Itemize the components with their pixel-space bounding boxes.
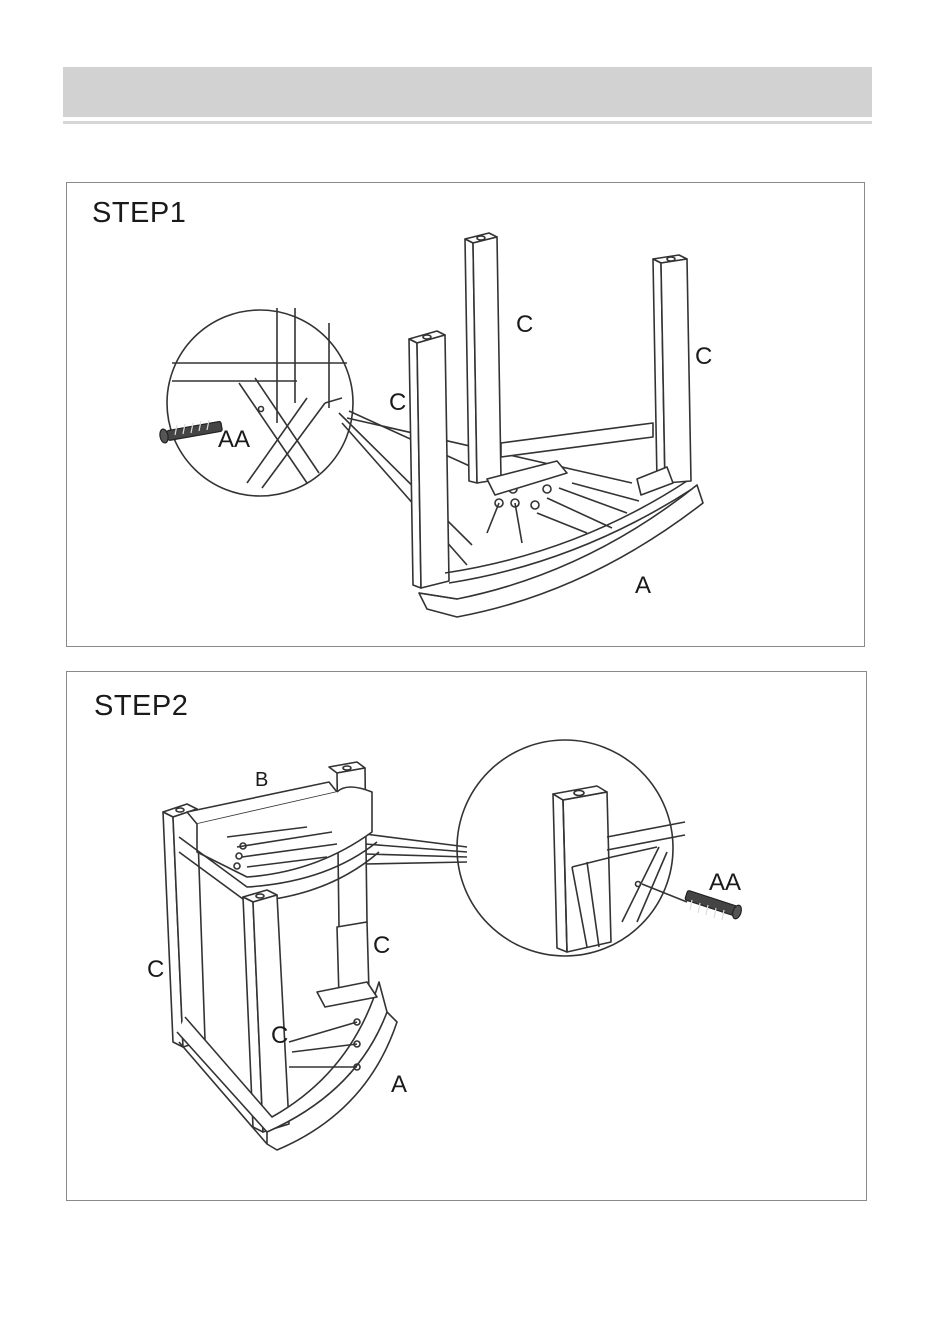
step1-label-screw: AA [218, 428, 250, 452]
step2-label-leg-inner: C [271, 1024, 288, 1048]
step2-label-shelf-top: B [255, 770, 268, 790]
step1-leg-right [653, 255, 691, 483]
step2-illustration [67, 672, 868, 1202]
step1-label-base: A [635, 574, 651, 598]
header-rule [63, 121, 872, 124]
step1-label-leg-middle: C [516, 313, 533, 337]
step2-label-base: A [391, 1073, 407, 1097]
step2-label-screw: AA [709, 871, 741, 895]
step1-label-leg-left: C [389, 391, 406, 415]
step1-panel: STEP1 [66, 182, 865, 647]
step2-panel: STEP2 [66, 671, 867, 1201]
step1-illustration [67, 183, 866, 648]
step1-label-leg-right: C [695, 345, 712, 369]
step2-label-leg-right: C [373, 934, 390, 958]
step1-leg-middle [465, 233, 501, 483]
step1-leg-left [409, 331, 449, 588]
step1-base [419, 461, 703, 617]
header-bar [63, 67, 872, 117]
step2-label-leg-left: C [147, 958, 164, 982]
